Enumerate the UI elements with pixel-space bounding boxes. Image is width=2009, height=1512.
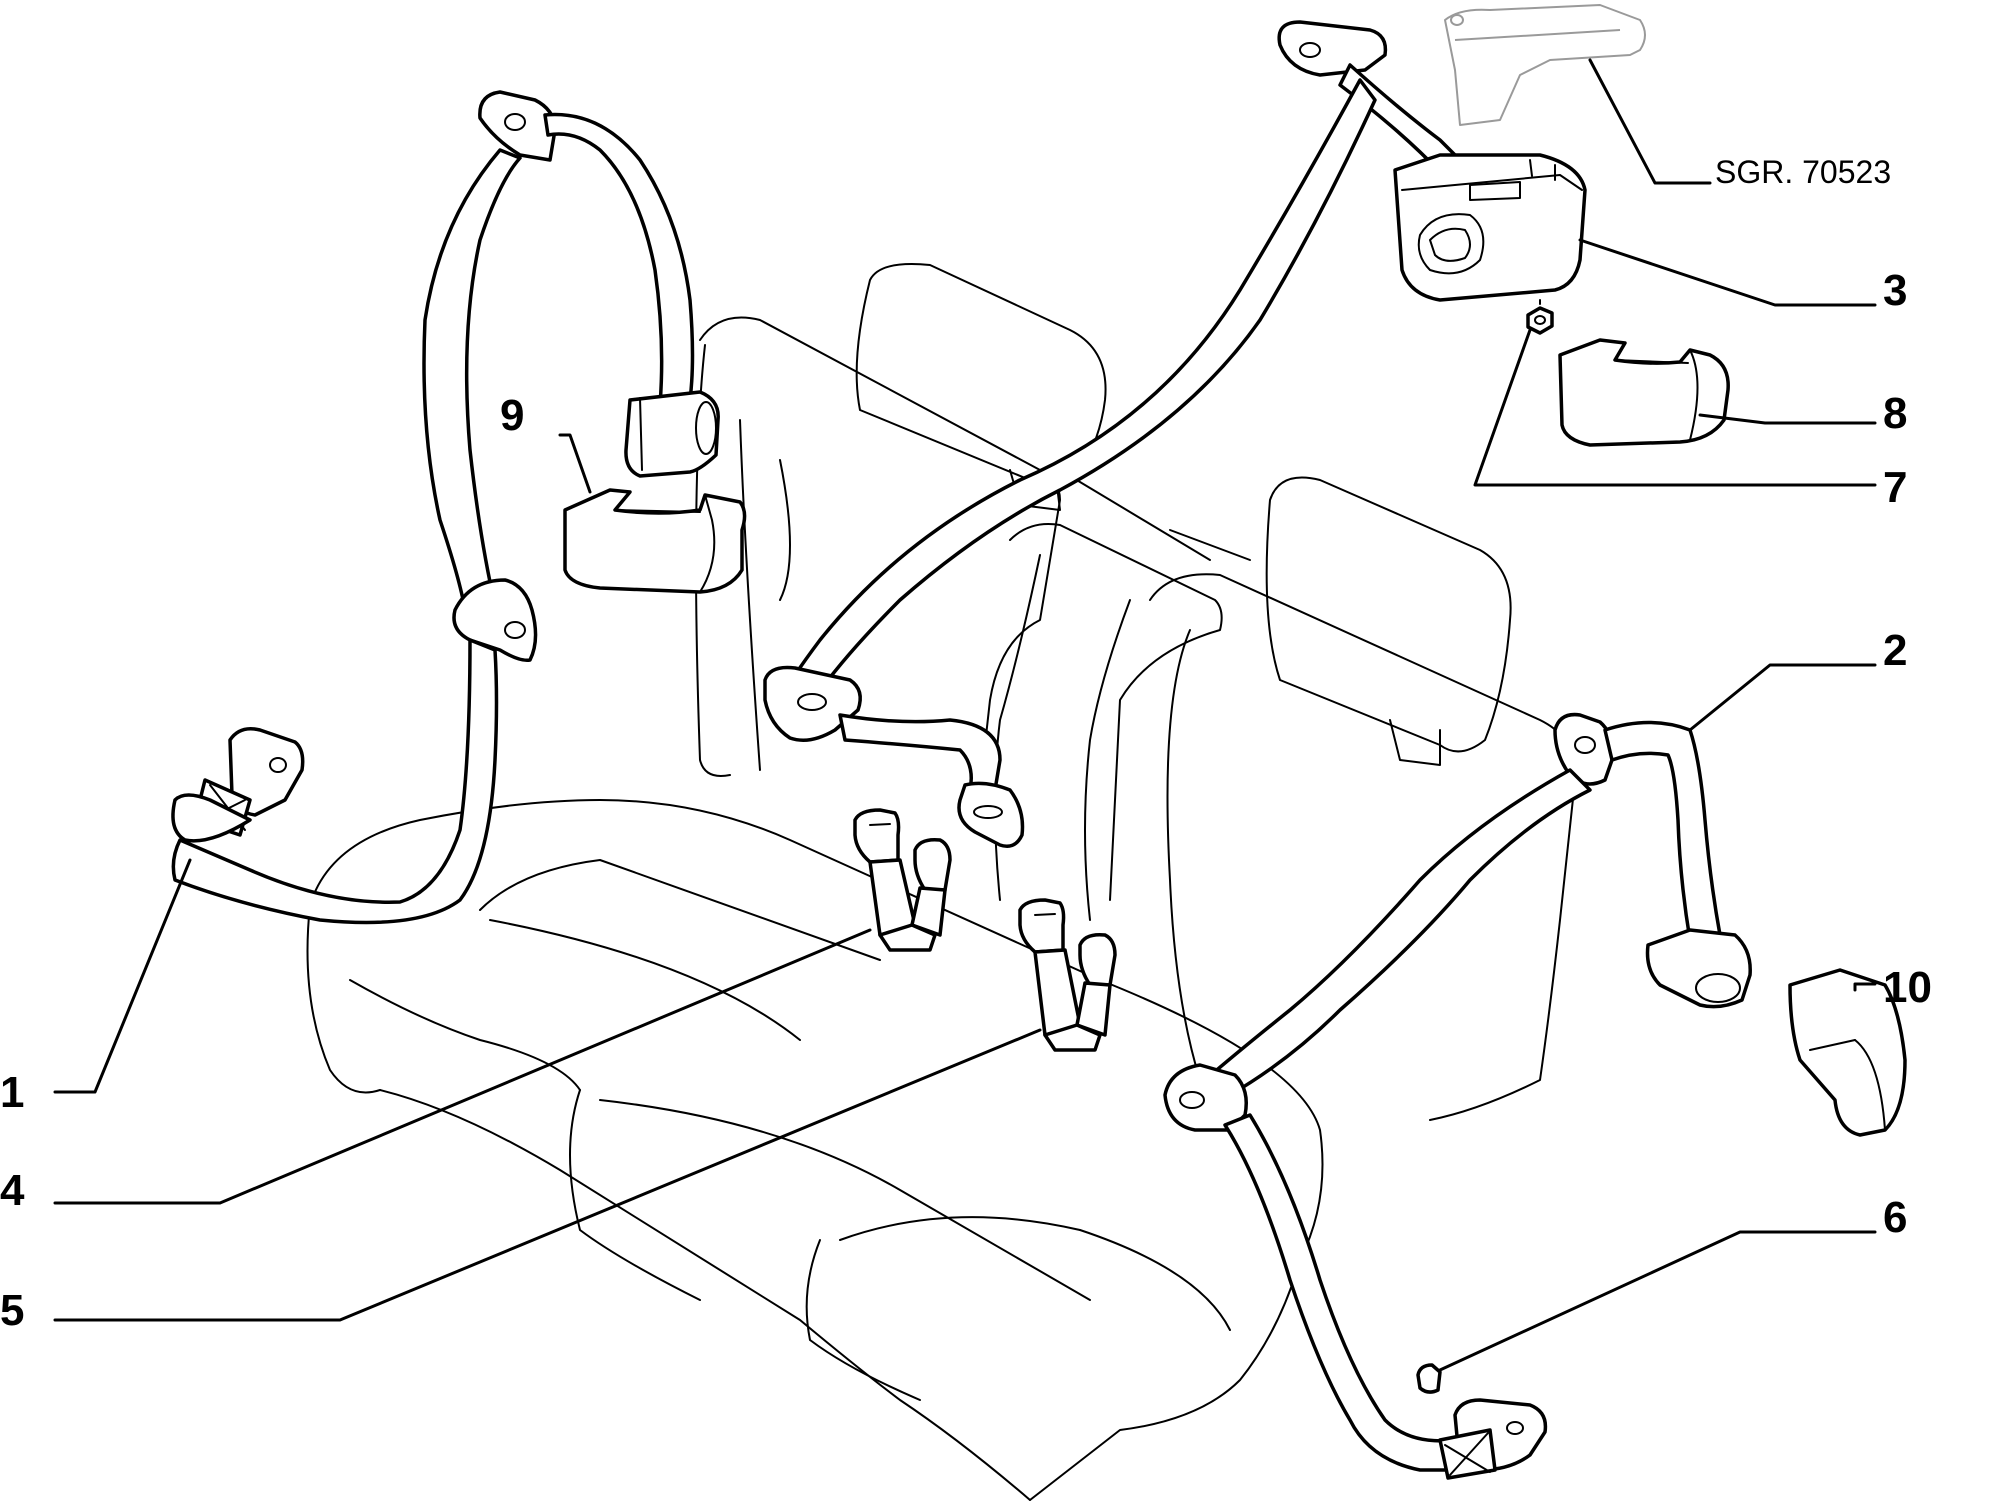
leader-7: [1473, 328, 1877, 487]
callout-6: 6: [1883, 1193, 1907, 1242]
callout-labels: 1 2 3 4 5 6 7 8 9 10 SGR. 70523: [0, 154, 1932, 1335]
leader-1: [53, 858, 192, 1094]
leader-4: [53, 928, 872, 1205]
part-4-buckle: [853, 808, 952, 952]
part-8-cover: [1558, 338, 1730, 447]
part-1-left-rear-belt: [171, 90, 720, 925]
callout-5: 5: [0, 1286, 24, 1335]
callout-1: 1: [0, 1068, 24, 1117]
callout-10: 10: [1883, 963, 1932, 1012]
leader-9: [558, 433, 592, 494]
leader-sgr: [1588, 58, 1712, 185]
callout-8: 8: [1883, 389, 1907, 438]
leader-6: [1438, 1230, 1877, 1372]
part-10-cover: [1788, 968, 1907, 1137]
leader-5: [53, 1028, 1042, 1322]
leader-3: [1578, 238, 1877, 307]
reference-bracket-ghost: [1444, 4, 1646, 126]
part-2-right-rear-belt: [1163, 712, 1752, 1480]
callout-9: 9: [500, 391, 524, 440]
callout-7: 7: [1883, 463, 1907, 512]
reference-label: SGR. 70523: [1715, 154, 1891, 190]
callout-2: 2: [1883, 626, 1907, 675]
leader-8: [1698, 413, 1877, 425]
part-9-retractor-cover: [563, 488, 747, 594]
part-3-upper-retractor-belt: [763, 20, 1587, 848]
callout-4: 4: [0, 1166, 25, 1215]
part-7-nut: [1526, 299, 1554, 335]
rear-seat: [306, 263, 1577, 1501]
leader-10: [1853, 982, 1877, 992]
leader-lines: [53, 58, 1877, 1372]
leader-2: [1688, 663, 1877, 732]
part-5-buckle: [1018, 898, 1117, 1052]
callout-3: 3: [1883, 266, 1907, 315]
part-6-plug: [1416, 1363, 1442, 1394]
